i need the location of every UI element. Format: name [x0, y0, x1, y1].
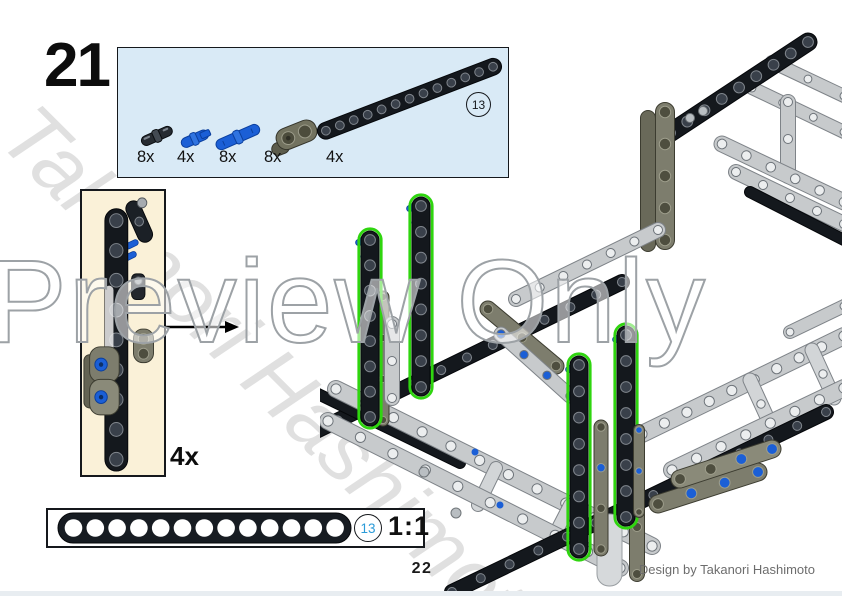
part-qty-5: 4x — [326, 148, 344, 166]
preview-only-watermark: Preview Only — [0, 235, 708, 369]
assembly-arrow-icon — [164, 321, 239, 333]
part-pin-long-blue — [215, 123, 261, 151]
subassembly-illustration — [83, 197, 154, 472]
step-number: 21 — [44, 31, 111, 100]
footer-strip — [0, 591, 842, 596]
part-qty-3: 8x — [219, 148, 237, 166]
beam-length-callout-scale: 13 — [354, 514, 382, 542]
part-cross-block-dark-gray — [271, 119, 318, 156]
part-pin-black — [140, 125, 173, 146]
scale-box: 13 1:1 — [46, 508, 429, 548]
right-frame — [633, 298, 842, 479]
new-beams-left — [355, 193, 434, 430]
beam-length-number-scale: 13 — [360, 520, 376, 536]
subassembly-qty: 4x — [170, 441, 199, 471]
subassembly-box — [80, 189, 166, 477]
part-qty-4: 8x — [264, 148, 282, 166]
main-assembly-svg — [304, 32, 842, 596]
part-beam-13-black — [316, 57, 503, 140]
main-assembly-illustration — [304, 0, 842, 596]
top-right-structure — [640, 32, 842, 252]
design-credit: Design by Takanori Hashimoto — [638, 562, 815, 577]
page-number: 22 — [411, 560, 433, 577]
parts-list-box: 13 8x 4x 8x 8x 4x — [117, 47, 509, 178]
scale-label: 1:1 — [388, 511, 431, 541]
new-beams-right — [565, 322, 645, 587]
beam-length-callout: 13 — [466, 92, 491, 117]
beam-length-number: 13 — [471, 97, 486, 112]
part-qty-2: 4x — [177, 148, 195, 166]
parts-illustration — [140, 57, 503, 156]
part-axle-pin-blue — [180, 129, 212, 148]
beam-1to1-illustration — [57, 512, 352, 544]
part-qty-1: 8x — [137, 148, 155, 166]
